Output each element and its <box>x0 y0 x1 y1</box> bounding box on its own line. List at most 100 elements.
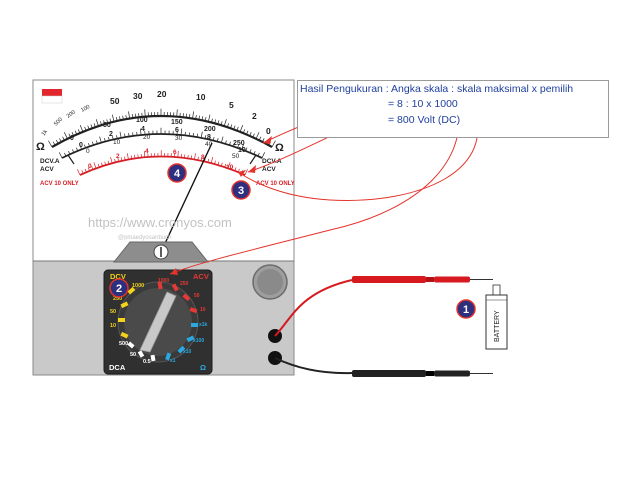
scale-tick <box>190 155 193 159</box>
scale-tick <box>93 123 96 128</box>
scale-tick <box>68 150 71 155</box>
dca-range-label: 500 <box>119 341 128 347</box>
red-probe-cable <box>274 279 353 337</box>
scale-tick <box>72 149 75 153</box>
dcv-scale-label: 4 <box>141 126 145 133</box>
top-scale-label: 0 <box>266 126 271 136</box>
watermark-text: https://www.cronyos.com <box>88 215 232 230</box>
ohm-range-label: x10 <box>183 349 192 355</box>
scale-tick <box>229 141 231 146</box>
dcv-scale-label: 20 <box>143 134 151 141</box>
marker-2: 2 <box>109 278 129 298</box>
acv-section-label: ACV <box>193 272 209 281</box>
dcv-scale-label: 200 <box>204 126 216 133</box>
dcv-scale-label: 8 <box>207 134 211 141</box>
ohm-adjust-knob-inner <box>257 269 283 295</box>
scale-tick <box>241 143 245 150</box>
acv-range-marks <box>157 281 198 314</box>
scale-tick <box>244 169 248 176</box>
scale-tick <box>231 166 233 170</box>
top-scale-label: 50 <box>110 96 120 106</box>
scale-tick <box>189 114 191 119</box>
scale-tick <box>245 147 248 152</box>
scale-tick <box>63 132 68 139</box>
scale-tick <box>249 132 252 136</box>
acv10-label-left: ACV 10 ONLY <box>40 181 79 187</box>
ohm-small-label: 1k <box>41 129 49 137</box>
dcv-scale-label: 0 <box>79 142 83 149</box>
scale-tick <box>122 115 124 120</box>
scale-tick <box>233 143 235 147</box>
dcv-section-label: DCV <box>110 272 126 281</box>
marker-1-label: 1 <box>463 304 469 316</box>
scale-tick <box>200 157 203 161</box>
top-scale-label: 20 <box>157 89 167 99</box>
range-dial-knob[interactable] <box>139 291 177 353</box>
scale-tick <box>124 133 126 138</box>
scale-tick <box>84 126 87 131</box>
scale-tick <box>258 136 262 141</box>
scale-tick <box>84 168 87 173</box>
dca-section-label: DCA <box>109 363 126 372</box>
scale-tick <box>143 150 146 158</box>
scale-tick <box>144 109 146 117</box>
scale-tick <box>236 126 239 131</box>
dcv-range-label: 10 <box>110 323 116 329</box>
scale-tick <box>79 125 84 132</box>
scale-tick <box>214 160 216 165</box>
arrowheads <box>170 136 272 275</box>
scale-tick <box>109 118 112 123</box>
scale-tick <box>255 132 260 139</box>
acv-label-right: ACV <box>262 166 276 173</box>
scale-tick <box>207 114 211 122</box>
scale-tick <box>192 132 194 137</box>
scale-tick <box>103 120 106 125</box>
dcv-range-label: 250 <box>113 296 122 302</box>
meter-needle <box>160 142 213 253</box>
scale-tick <box>217 120 220 125</box>
scale-tick <box>64 152 67 157</box>
scale-tick <box>204 135 207 139</box>
scale-tick <box>95 119 99 127</box>
scale-tick <box>48 140 53 148</box>
scale-tick <box>55 139 59 144</box>
scale-tick <box>135 113 137 118</box>
black-probe[interactable] <box>352 370 493 377</box>
marker-4: 4 <box>167 163 187 183</box>
scale-tick <box>77 129 81 134</box>
acv-range-label: 250 <box>180 281 189 287</box>
scale-tick <box>216 138 219 142</box>
scale-tick <box>104 138 106 142</box>
scale-tick <box>234 167 237 171</box>
acv-range-label: 1000 <box>158 278 169 284</box>
scale-tick <box>233 125 236 130</box>
ohm-symbol-right: Ω <box>275 142 284 154</box>
scale-tick <box>112 136 114 140</box>
scale-tick <box>87 167 90 171</box>
scale-tick <box>106 119 109 124</box>
scale-tick <box>125 115 127 120</box>
ohm-small-label: 100 <box>80 104 91 114</box>
red-probe[interactable] <box>352 276 493 283</box>
scale-tick <box>196 133 199 138</box>
dcv-scale-label: 30 <box>175 135 183 142</box>
scale-tick <box>230 124 233 129</box>
scale-tick <box>77 169 81 176</box>
scale-tick <box>92 141 94 146</box>
scale-tick <box>104 161 107 166</box>
scale-tick <box>208 136 211 140</box>
dcva-label-right: DCV.A <box>262 158 282 165</box>
ohm-symbol-left: Ω <box>36 141 45 153</box>
scale-tick <box>198 115 200 120</box>
scale-tick <box>185 113 188 118</box>
ohm-range-label: x1k <box>199 322 208 328</box>
dcv-scale-ticks <box>58 127 265 159</box>
scale-tick <box>131 114 134 119</box>
ohm-range-label: x100 <box>193 338 204 344</box>
scale-tick <box>120 157 123 161</box>
scale-tick <box>130 155 133 159</box>
scale-tick <box>126 153 129 160</box>
scale-tick <box>119 131 122 138</box>
acv-scale-ticks <box>77 150 248 176</box>
scale-end-mark <box>67 154 75 165</box>
